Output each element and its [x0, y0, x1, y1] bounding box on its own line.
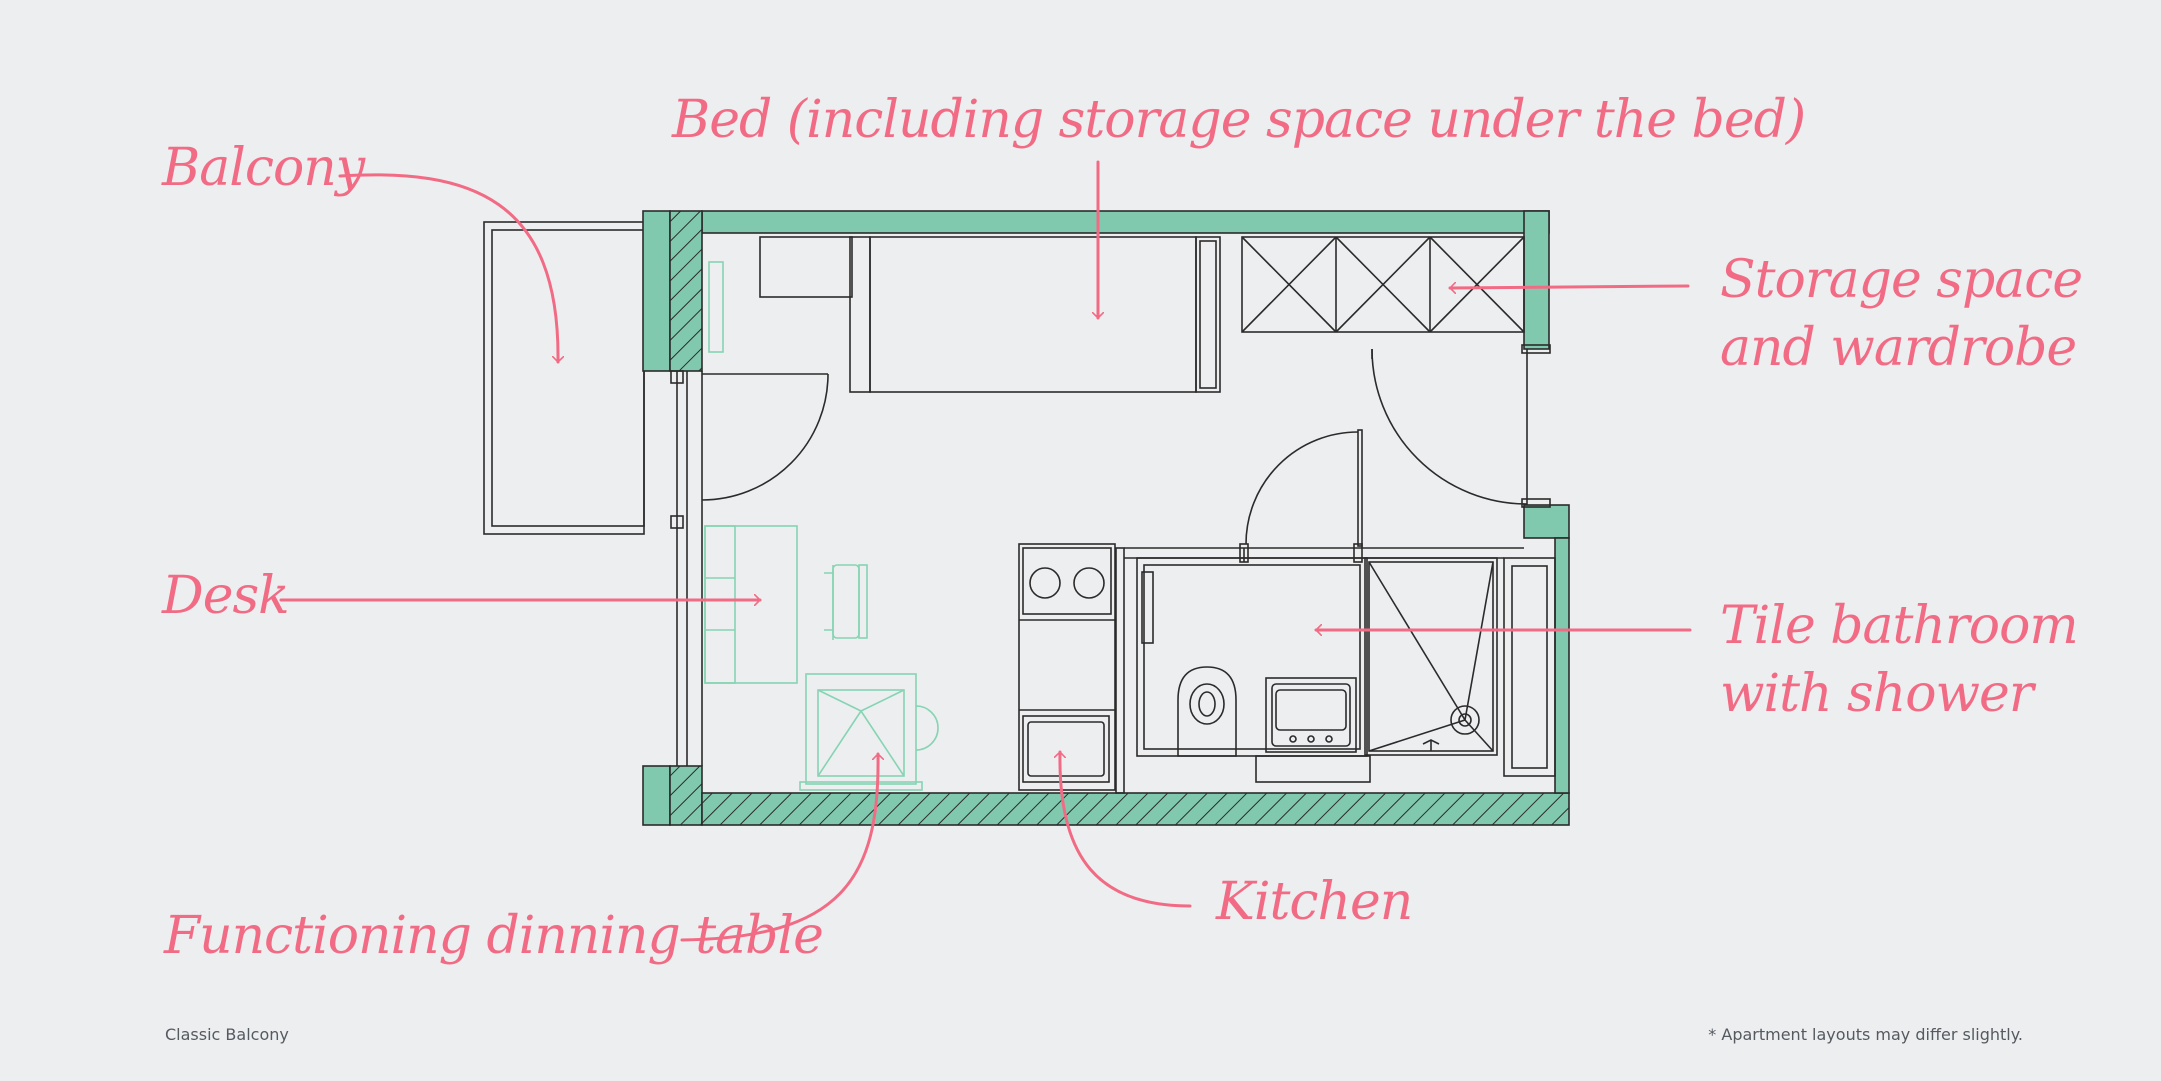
- kitchen-unit: [1018, 543, 1116, 791]
- balcony-door-swing: [701, 373, 829, 501]
- storage-label-line1: Storage space: [1720, 250, 2083, 310]
- storage-label: Storage space and wardrobe: [1720, 246, 2083, 382]
- balcony-area: [483, 221, 645, 535]
- kitchen-label: Kitchen: [1216, 868, 1413, 936]
- bathroom-fixtures: [1136, 557, 1498, 783]
- wardrobe: [1241, 236, 1525, 333]
- bed-label-text: Bed (including storage space under the b…: [672, 90, 1806, 150]
- desk: [704, 525, 868, 684]
- balcony-label-text: Balcony: [162, 138, 365, 198]
- balcony-arrow: [338, 173, 558, 364]
- walls: [642, 210, 1570, 826]
- layout-disclaimer: * Apartment layouts may differ slightly.: [1708, 1025, 2023, 1044]
- entry-door: [1371, 344, 1551, 508]
- layout-name: Classic Balcony: [165, 1025, 289, 1044]
- bed: [759, 236, 1221, 393]
- balcony-label: Balcony: [162, 134, 365, 202]
- kitchen-label-text: Kitchen: [1216, 872, 1413, 932]
- bathroom-partition: [1115, 429, 1556, 794]
- storage-label-line2: and wardrobe: [1720, 318, 2077, 378]
- dining-label: Functioning dinning table: [164, 902, 824, 970]
- desk-label: Desk: [162, 562, 290, 630]
- dining-label-text: Functioning dinning table: [164, 906, 824, 966]
- balcony-door-frame: [670, 370, 703, 766]
- dining-arrow: [680, 752, 878, 942]
- bathroom-label: Tile bathroom with shower: [1720, 592, 2079, 728]
- storage-arrow: [1448, 286, 1690, 288]
- desk-label-text: Desk: [162, 566, 290, 626]
- bathroom-label-line1: Tile bathroom: [1720, 596, 2079, 656]
- kitchen-arrow: [1060, 750, 1192, 908]
- annotation-arrows: [279, 160, 1692, 942]
- bed-label: Bed (including storage space under the b…: [672, 86, 1806, 154]
- radiator: [708, 261, 724, 353]
- dining-table: [799, 673, 939, 791]
- bathroom-label-line2: with shower: [1720, 664, 2034, 724]
